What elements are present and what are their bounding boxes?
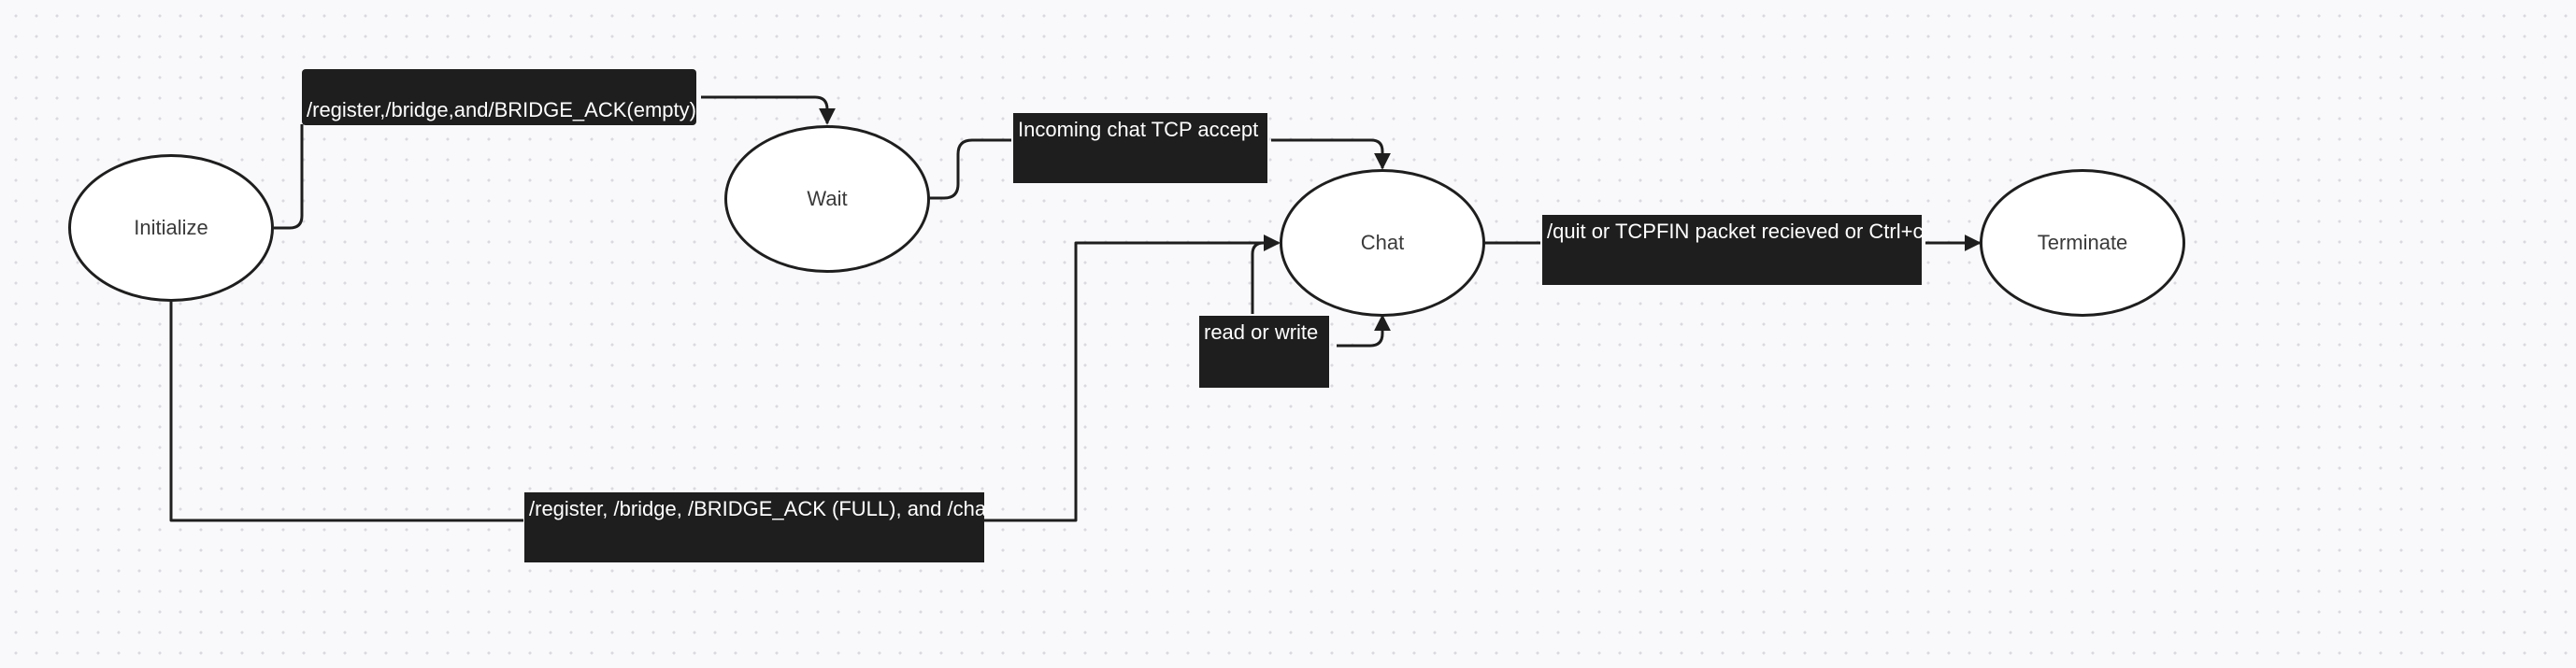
connector-label-register-full-to-chat — [984, 235, 1281, 522]
connector-self-loop-up — [1251, 235, 1281, 314]
state-chat-label: Chat — [1360, 231, 1405, 254]
state-wait-label: Wait — [807, 187, 848, 210]
state-initialize-label: Initialize — [134, 216, 208, 239]
transition-label-register-empty: /register,/bridge,and/BRIDGE_ACK(empty) — [302, 69, 696, 125]
state-wait-node: Wait — [724, 125, 930, 273]
transition-label-tcp-accept: Incoming chat TCP accept — [1013, 113, 1267, 183]
state-initialize-node: Initialize — [68, 154, 274, 302]
connector-self-loop-in — [1337, 314, 1391, 348]
connector-label-register-empty-to-wait — [701, 95, 836, 125]
transition-label-register-full: /register, /bridge, /BRIDGE_ACK (FULL), … — [524, 492, 984, 562]
connector-wait-to-label-tcp-accept — [928, 138, 1011, 200]
connector-label-tcp-accept-to-chat — [1271, 138, 1391, 170]
state-terminate-label: Terminate — [2037, 231, 2128, 254]
state-terminate-node: Terminate — [1980, 169, 2185, 317]
connector-init-to-label-register-full — [169, 302, 523, 522]
state-chat-node: Chat — [1280, 169, 1485, 317]
transition-label-quit: /quit or TCPFIN packet recieved or Ctrl+… — [1542, 215, 1922, 285]
connector-init-to-label-register-empty — [274, 124, 304, 230]
transition-label-read-write: read or write — [1199, 316, 1329, 388]
